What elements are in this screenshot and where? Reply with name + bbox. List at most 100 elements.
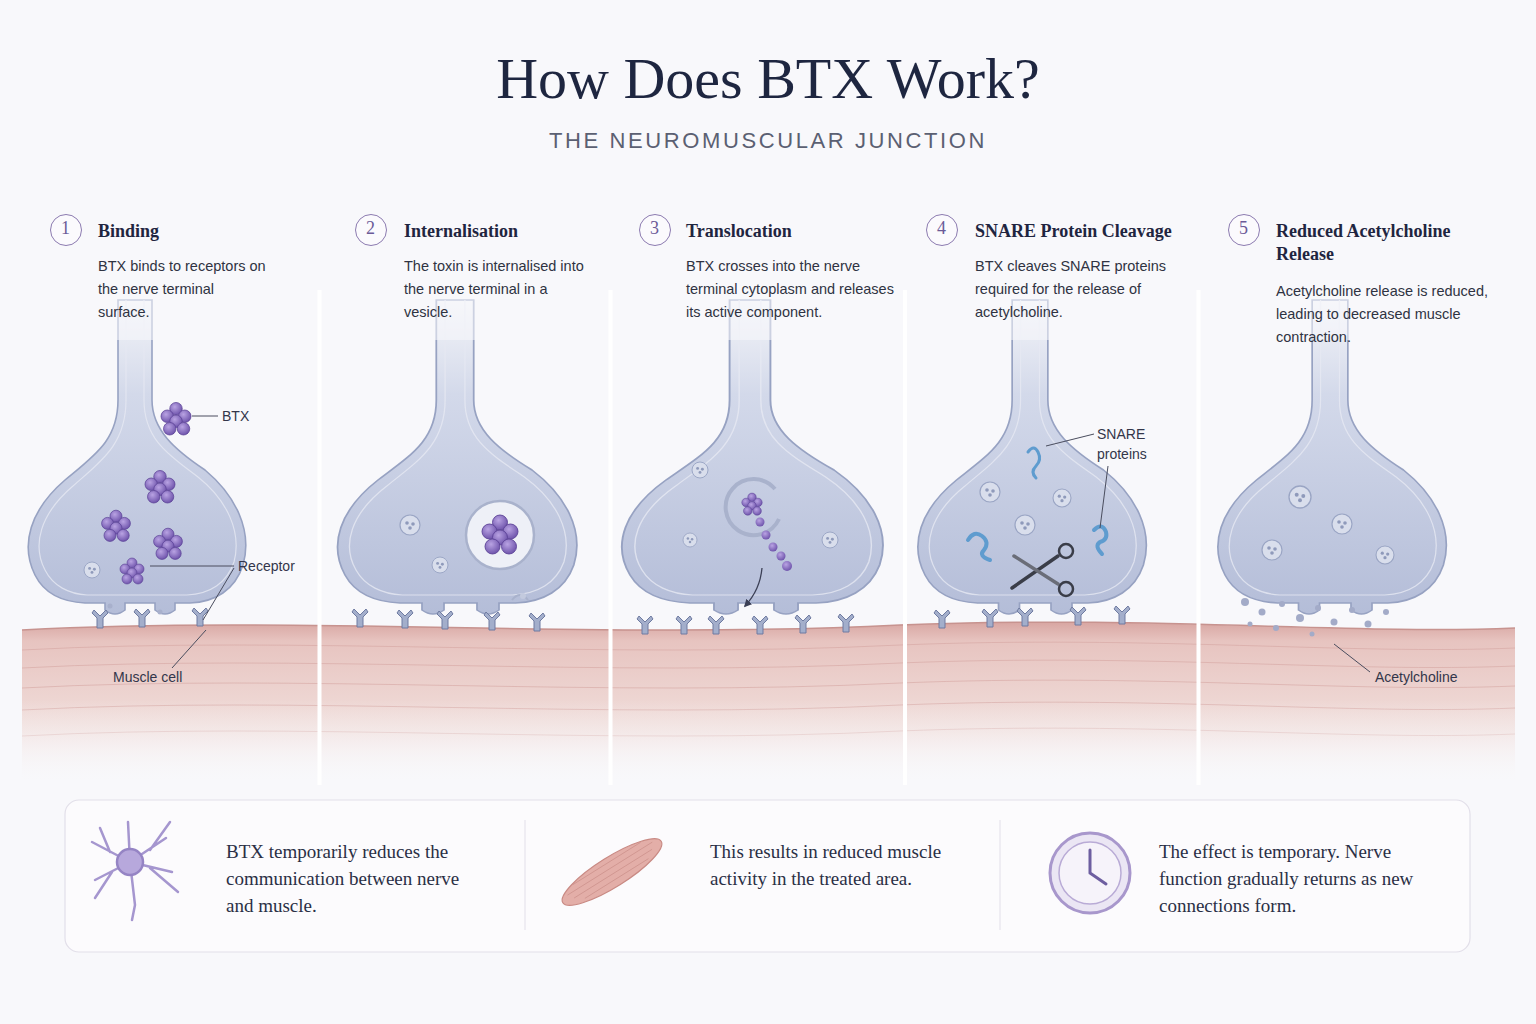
vesicle-symbol: [1332, 514, 1352, 534]
muscle-fibres: [564, 837, 658, 905]
muscle-striation: [22, 660, 1515, 668]
step-heading: SNARE Protein Cleavage: [975, 220, 1195, 243]
btx-cluster: [482, 515, 518, 554]
btx-cluster: [154, 528, 183, 559]
receptor-symbol: [982, 609, 998, 627]
btx-bead: [762, 531, 771, 540]
callout-number: 5: [1228, 214, 1260, 243]
subtitle: THE NEUROMUSCULAR JUNCTION: [0, 127, 1536, 155]
receptor-symbol: [752, 616, 768, 634]
acetylcholine-dot: [1241, 598, 1249, 606]
step-description: BTX binds to receptors on the nerve term…: [98, 255, 268, 324]
btx-bead: [756, 518, 765, 527]
receptor-symbol: [934, 610, 950, 628]
acetylcholine-dot: [1279, 601, 1285, 607]
summary-cell: The effect is temporary. Nerve function …: [1159, 838, 1444, 928]
acetylcholine-dots: [1241, 598, 1389, 637]
panel-separator: [903, 290, 907, 785]
scissor-blade: [1012, 556, 1058, 588]
callout-number: 4: [926, 214, 958, 243]
callout-number: 3: [639, 214, 671, 243]
clock-icon: [1050, 833, 1130, 913]
acetylcholine-dot: [1296, 614, 1304, 622]
vesicle-symbol: [683, 533, 697, 547]
receptor-symbol: [484, 612, 500, 630]
panel-separators: [320, 290, 1199, 785]
acetylcholine-dot: [1349, 607, 1355, 613]
step-description: BTX cleaves SNARE proteins required for …: [975, 255, 1180, 324]
step-panel: InternalisationThe toxin is internalised…: [321, 205, 609, 775]
muscle-striation: [22, 642, 1515, 650]
scissors-symbol: [1012, 544, 1073, 596]
receptor-symbol: [795, 615, 811, 633]
leader-line: [1100, 466, 1108, 528]
summary-band: [65, 800, 1470, 952]
band-divider: [1000, 820, 1001, 930]
vesicle-symbol: [84, 562, 100, 578]
diagram-title: How Does BTX Work?: [0, 44, 1536, 114]
btx-bead: [782, 561, 792, 571]
part-label: BTX: [222, 406, 282, 426]
step-panel: Reduced Acetylcholine ReleaseAcetylcholi…: [1200, 205, 1515, 775]
muscle-membrane: [22, 622, 1515, 630]
step-number: 3: [639, 214, 671, 246]
scissor-handle: [1059, 544, 1073, 558]
vesicle-symbol: [1015, 515, 1035, 535]
vesicle-symbol: [432, 557, 448, 573]
panel-separator: [1197, 290, 1201, 785]
nerve-terminal: [622, 300, 883, 614]
callout-number: 2: [355, 214, 387, 243]
snare-protein: [1094, 526, 1106, 554]
neuron-dendrites: [92, 822, 178, 920]
summary-text: The effect is temporary. Nerve function …: [1159, 838, 1444, 919]
receptor-symbol: [637, 616, 653, 634]
step-description: Acetylcholine release is reduced, leadin…: [1276, 280, 1498, 349]
direction-arrow: [745, 568, 762, 606]
vesicle-symbol: [1289, 486, 1311, 508]
vesicle-symbol: [400, 515, 420, 535]
leader-line: [1046, 434, 1094, 446]
step-number: 5: [1228, 214, 1260, 246]
scissor-blade: [1014, 556, 1058, 584]
receptor-symbol: [397, 610, 413, 628]
leader-line: [172, 630, 206, 668]
btx-cluster: [120, 558, 144, 584]
clock-dial: [1059, 842, 1121, 904]
leader-line: [203, 568, 234, 620]
btx-cluster: [161, 403, 191, 436]
neuron-body: [117, 849, 143, 875]
step-heading: Reduced Acetylcholine Release: [1276, 220, 1481, 266]
receptor-symbol: [529, 613, 545, 631]
acetylcholine-dot: [1331, 619, 1338, 626]
acetylcholine-dot: [1315, 605, 1321, 611]
muscle-icon: [555, 829, 669, 916]
receptor-symbol: [1114, 606, 1130, 624]
receptor-symbol: [437, 611, 453, 629]
acetylcholine-dot: [1273, 625, 1279, 631]
band-divider: [525, 820, 526, 930]
part-label: SNARE proteins: [1097, 424, 1167, 464]
vesicle-symbol: [1376, 546, 1394, 564]
acetylcholine-dot: [1259, 609, 1266, 616]
vesicle-symbol: [692, 462, 708, 478]
acetylcholine-dot: [1248, 622, 1253, 627]
snare-protein: [1028, 448, 1040, 478]
receptor-symbol: [92, 610, 108, 628]
scissor-handle: [1059, 582, 1073, 596]
step-heading: Binding: [98, 220, 308, 243]
summary-cell: This results in reduced muscle activity …: [710, 838, 970, 928]
acetylcholine-dot: [1310, 632, 1315, 637]
btx-bead: [777, 552, 786, 561]
leader-line: [192, 416, 218, 417]
muscle-shape: [555, 829, 669, 916]
receptor-symbol: [1017, 608, 1033, 626]
acetylcholine-dot: [1383, 609, 1389, 615]
snare-protein: [968, 534, 990, 560]
step-number: 2: [355, 214, 387, 246]
nerve-terminal: [338, 300, 577, 614]
panel-separator: [318, 290, 322, 785]
step-description: The toxin is internalised into the nerve…: [404, 255, 592, 324]
step-panel: SNARE Protein CleavageBTX cleaves SNARE …: [907, 205, 1197, 775]
panel-separator: [609, 290, 613, 785]
btx-bead: [769, 543, 778, 552]
